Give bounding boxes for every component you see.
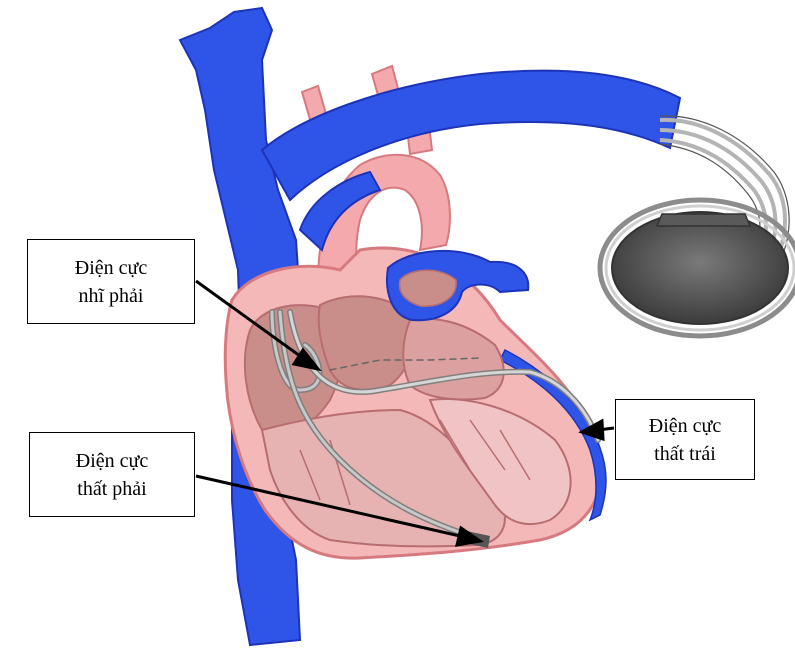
label-left-ventricular-line1: Điện cực bbox=[649, 412, 721, 440]
label-left-ventricular-lead: Điện cực thất trái bbox=[615, 399, 755, 480]
label-right-atrial-line2: nhĩ phải bbox=[79, 282, 144, 310]
subclavian-vein bbox=[262, 71, 680, 200]
label-right-ventricular-line1: Điện cực bbox=[76, 447, 148, 475]
label-right-atrial-line1: Điện cực bbox=[75, 254, 147, 282]
label-right-ventricular-line2: thất phải bbox=[77, 475, 146, 503]
label-right-ventricular-lead: Điện cực thất phải bbox=[29, 432, 195, 517]
label-right-atrial-lead: Điện cực nhĩ phải bbox=[27, 239, 195, 324]
label-left-ventricular-line2: thất trái bbox=[654, 440, 716, 468]
